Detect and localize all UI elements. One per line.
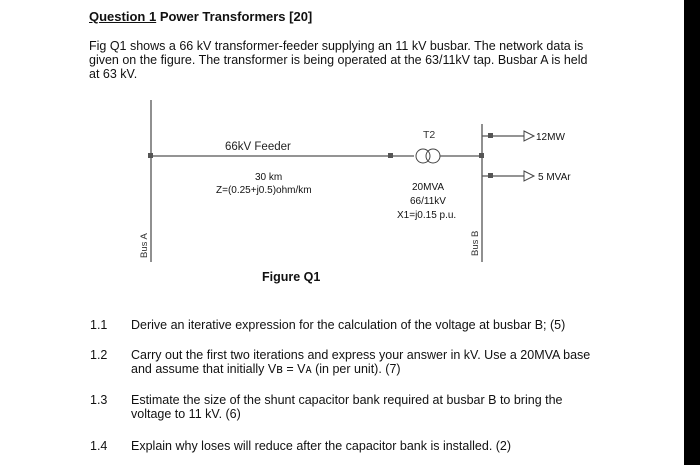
question-item-number: 1.2 bbox=[90, 348, 108, 362]
transformer-reactance: X1=j0.15 p.u. bbox=[397, 210, 456, 221]
question-item-line: Derive an iterative expression for the c… bbox=[131, 318, 566, 332]
feeder-label: 66kV Feeder bbox=[225, 141, 291, 153]
intro-line: Fig Q1 shows a 66 kV transformer-feeder … bbox=[89, 39, 584, 53]
transformer-winding-primary bbox=[415, 148, 431, 164]
question-item-text: Estimate the size of the shunt capacitor… bbox=[131, 393, 651, 421]
question-item-text: Derive an iterative expression for the c… bbox=[131, 318, 651, 332]
feeder-breaker-right bbox=[388, 153, 393, 158]
question-item-line: Explain why loses will reduce after the … bbox=[131, 439, 512, 453]
question-item-line: Carry out the first two iterations and e… bbox=[131, 348, 591, 362]
circuit-diagram: Bus A 66kV Feeder 30 km Z=(0.25+j0.5)ohm… bbox=[139, 100, 571, 262]
question-item-text: Carry out the first two iterations and e… bbox=[131, 348, 651, 376]
transformer-name: T2 bbox=[423, 129, 435, 141]
load-q-breaker bbox=[488, 173, 493, 178]
bus-b-label: Bus B bbox=[470, 231, 481, 256]
question-item-number: 1.1 bbox=[90, 318, 108, 332]
bus-a-label: Bus A bbox=[139, 233, 150, 258]
transformer-ratio: 66/11kV bbox=[410, 196, 446, 207]
load-q-arrow bbox=[523, 170, 536, 182]
transformer-winding-secondary bbox=[425, 148, 441, 164]
transformer-rating: 20MVA bbox=[412, 182, 444, 193]
question-item-number: 1.3 bbox=[90, 393, 108, 407]
load-p-breaker bbox=[488, 133, 493, 138]
intro-line: given on the figure. The transformer is … bbox=[89, 53, 588, 67]
question-item-line: and assume that initially Vʙ = Vᴀ (in pe… bbox=[131, 362, 401, 376]
question-heading: Question 1 Power Transformers [20] bbox=[89, 9, 312, 24]
question-item-line: voltage to 11 kV. (6) bbox=[131, 407, 241, 421]
question-item-number: 1.4 bbox=[90, 439, 108, 453]
question-item-line: Estimate the size of the shunt capacitor… bbox=[131, 393, 563, 407]
question-title: Power Transformers [20] bbox=[159, 9, 313, 24]
document-page: Question 1 Power Transformers [20] Fig Q… bbox=[0, 0, 684, 465]
load-q-label: 5 MVAr bbox=[538, 172, 571, 183]
intro-paragraph: Fig Q1 shows a 66 kV transformer-feeder … bbox=[89, 39, 649, 81]
feeder-breaker-left bbox=[148, 153, 153, 158]
load-p-label: 12MW bbox=[536, 132, 565, 143]
question-number: Question 1 bbox=[89, 9, 157, 24]
bus-b-breaker bbox=[479, 153, 484, 158]
feeder-impedance: Z=(0.25+j0.5)ohm/km bbox=[216, 185, 312, 196]
feeder-length: 30 km bbox=[255, 172, 282, 183]
load-p-arrow bbox=[523, 130, 536, 142]
figure-caption: Figure Q1 bbox=[262, 270, 321, 284]
intro-line: at 63 kV. bbox=[89, 67, 138, 81]
question-item-text: Explain why loses will reduce after the … bbox=[131, 439, 651, 453]
